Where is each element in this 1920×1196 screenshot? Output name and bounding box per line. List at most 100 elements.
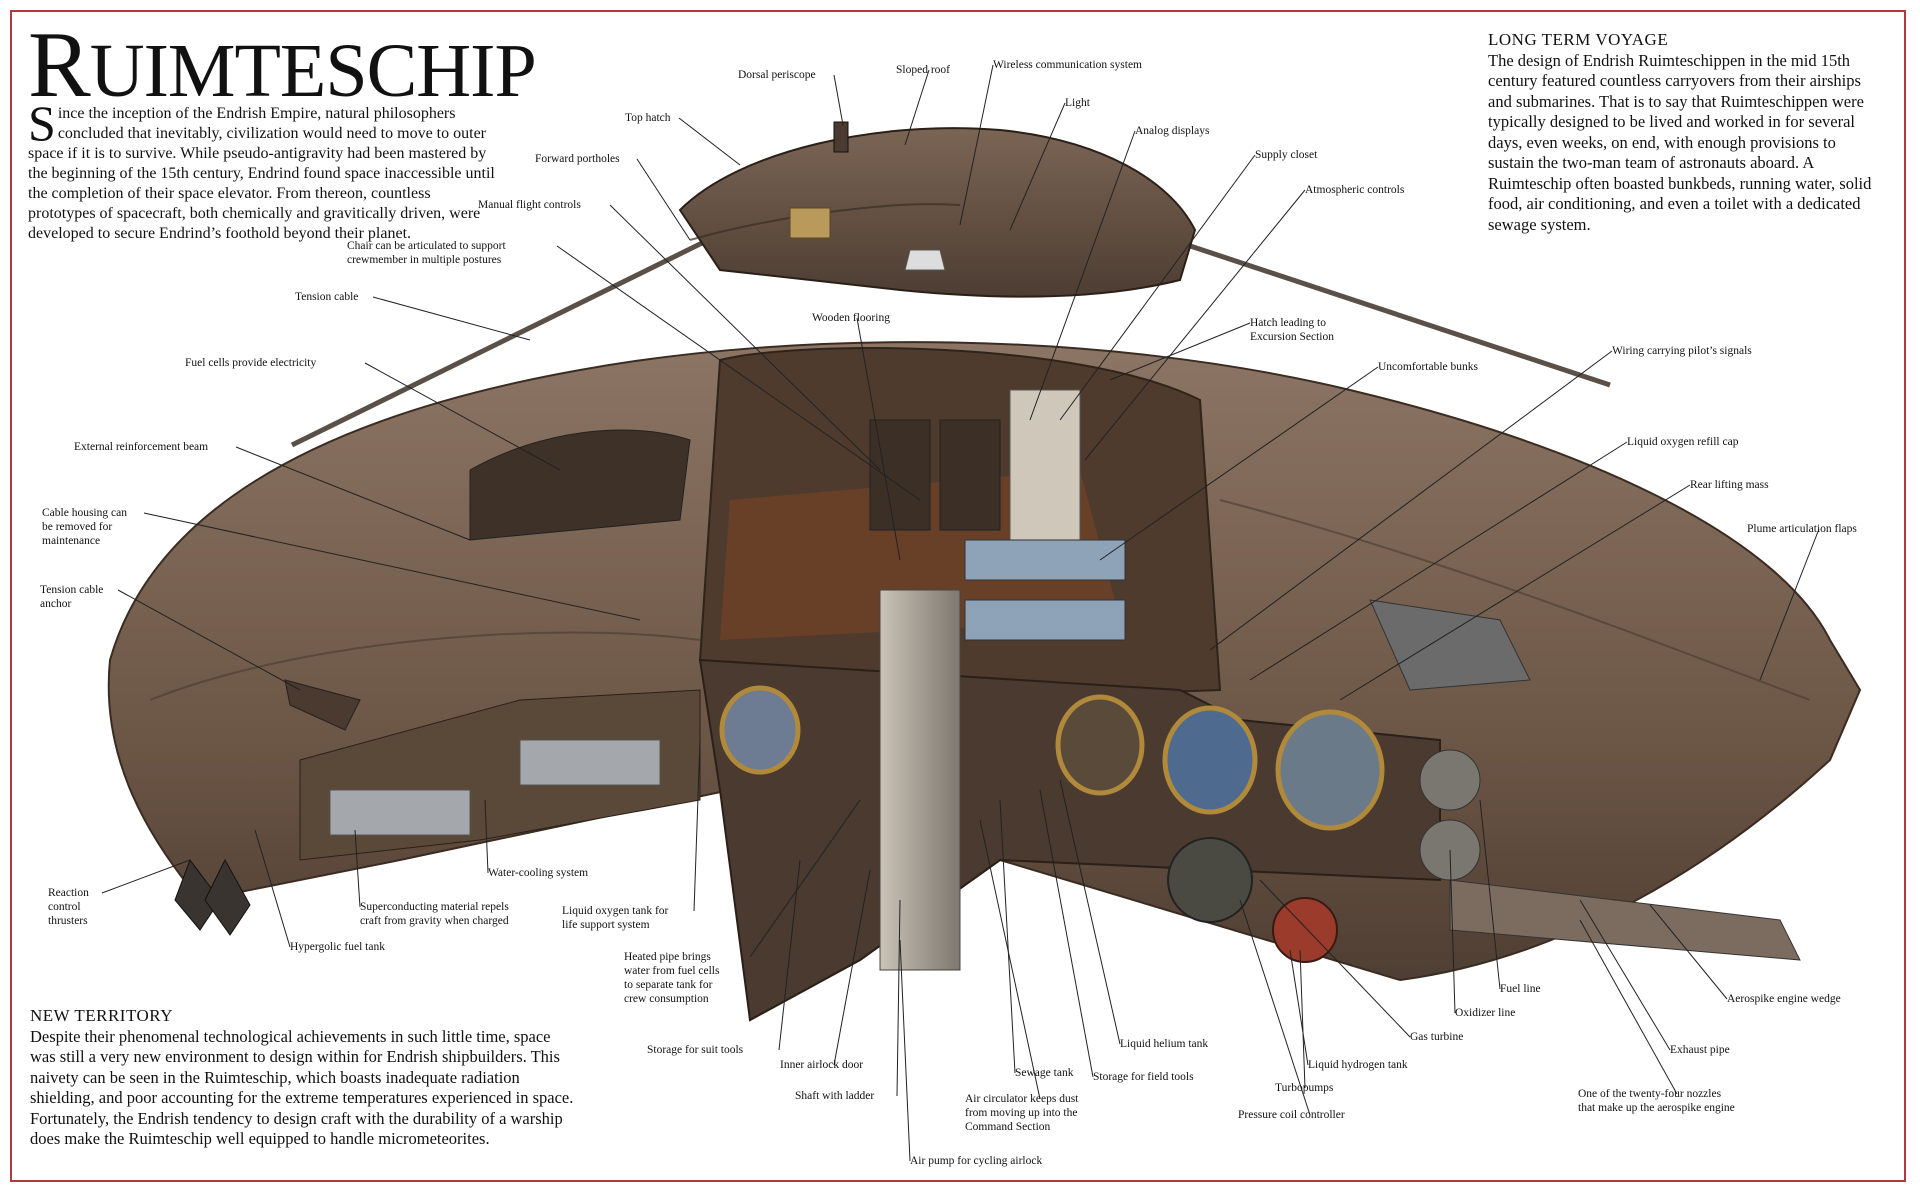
label-gas-turbine: Gas turbine [1410, 1031, 1464, 1043]
reaction-thrusters [174, 858, 251, 936]
leader-air-pump [899, 939, 911, 1162]
superconducting-panel [329, 789, 471, 836]
label-liquid-hydrogen-tank: Liquid hydrogen tank [1308, 1059, 1408, 1071]
intro-dropcap: S [28, 95, 56, 151]
label-fuel-cells: Fuel cells provide electricity [185, 357, 317, 369]
leader-liquid-hydrogen-tank [1289, 949, 1309, 1066]
leader-hatch-excursion [1109, 322, 1251, 381]
label-tension-cable-anchor: Tension cable anchor [40, 584, 104, 610]
cutaway-interior [698, 347, 1222, 702]
leader-turbopumps [1299, 949, 1306, 1089]
label-turbopumps: Turbopumps [1275, 1082, 1334, 1094]
leader-hypergolic-fuel-tank [254, 829, 291, 948]
label-leader-lines [101, 64, 1820, 1162]
label-liquid-oxygen-tank: Liquid oxygen tank for life support syst… [562, 905, 669, 931]
leader-fuel-line [1479, 799, 1501, 990]
roof-canister [789, 207, 831, 239]
oxidizer-sphere [1419, 749, 1481, 811]
label-forward-portholes: Forward portholes [535, 153, 620, 165]
airlock-shaft [879, 589, 961, 971]
leader-wireless-communication-system [959, 64, 994, 226]
page-frame [10, 10, 1906, 1182]
label-uncomfortable-bunks: Uncomfortable bunks [1378, 361, 1478, 373]
leader-air-circulator [979, 819, 1041, 1100]
label-analog-displays: Analog displays [1135, 125, 1210, 137]
leader-wiring-pilot-signals [1209, 350, 1613, 651]
label-pressure-coil-controller: Pressure coil controller [1238, 1109, 1345, 1121]
label-fuel-line: Fuel line [1500, 983, 1541, 995]
leader-light [1009, 102, 1066, 231]
label-hypergolic-fuel-tank: Hypergolic fuel tank [290, 941, 385, 953]
label-hatch-excursion: Hatch leading to Excursion Section [1250, 317, 1334, 343]
leader-exhaust-pipe [1579, 899, 1671, 1051]
label-rear-lifting-mass: Rear lifting mass [1690, 479, 1769, 491]
label-top-hatch: Top hatch [625, 112, 671, 124]
leader-top-hatch [678, 117, 741, 166]
roof-section [678, 121, 1197, 298]
leader-gas-turbine [1259, 879, 1411, 1038]
label-exhaust-pipe: Exhaust pipe [1670, 1044, 1730, 1056]
pilot-chair-left [869, 419, 931, 531]
label-chair-articulated: Chair can be articulated to support crew… [347, 240, 506, 266]
voyage-heading: LONG TERM VOYAGE [1488, 30, 1669, 49]
label-sewage-tank: Sewage tank [1015, 1067, 1074, 1079]
bunk-upper [964, 539, 1126, 581]
leader-heated-pipe [749, 799, 861, 958]
leader-twenty-four-nozzles [1579, 919, 1678, 1095]
leader-pressure-coil-controller [1239, 899, 1311, 1116]
label-wooden-flooring: Wooden flooring [812, 312, 890, 324]
leader-superconducting-material [354, 829, 361, 908]
label-sloped-roof: Sloped roof [896, 64, 950, 76]
periscope-shape [833, 121, 849, 153]
label-manual-flight-controls: Manual flight controls [478, 199, 581, 211]
supply-closet-panel [1009, 389, 1081, 541]
liquid-oxygen-tank-shape [719, 685, 801, 775]
label-supply-closet: Supply closet [1255, 149, 1318, 161]
lower-section [698, 589, 1481, 1022]
territory-text: Despite their phenomenal technological a… [30, 1026, 574, 1149]
label-air-pump: Air pump for cycling airlock [910, 1155, 1043, 1167]
label-atmospheric-controls: Atmospheric controls [1305, 184, 1405, 196]
leader-uncomfortable-bunks [1099, 366, 1379, 561]
leader-sewage-tank [999, 799, 1016, 1074]
label-storage-field-tools: Storage for field tools [1093, 1071, 1194, 1083]
label-light: Light [1065, 97, 1090, 109]
tension-cable-left [290, 209, 767, 448]
label-superconducting-material: Superconducting material repels craft fr… [360, 901, 509, 927]
leader-cable-housing [143, 512, 641, 621]
pilot-chair-right [939, 419, 1001, 531]
leader-dorsal-periscope [833, 74, 844, 126]
label-wireless-communication-system: Wireless communication system [993, 59, 1143, 71]
left-wing-sections [284, 429, 701, 861]
label-storage-suit-tools: Storage for suit tools [647, 1044, 744, 1056]
intro-text: ince the inception of the Endrish Empire… [28, 105, 495, 242]
leader-supply-closet [1059, 154, 1256, 421]
label-external-reinforcement-beam: External reinforcement beam [74, 441, 209, 453]
leader-reaction-control-thrusters [101, 859, 191, 894]
leader-aerospike-engine-wedge [1649, 904, 1728, 1000]
leader-sloped-roof [904, 69, 930, 146]
label-twenty-four-nozzles: One of the twenty-four nozzles that make… [1578, 1088, 1735, 1114]
label-tension-cable: Tension cable [295, 291, 359, 303]
leader-analog-displays [1029, 130, 1136, 421]
label-liquid-oxygen-refill-cap: Liquid oxygen refill cap [1627, 436, 1739, 448]
label-plume-articulation-flaps: Plume articulation flaps [1747, 523, 1857, 535]
turbopump-shape [1272, 897, 1338, 963]
label-reaction-control-thrusters: Reaction control thrusters [48, 887, 89, 927]
leader-rear-lifting-mass [1339, 484, 1691, 701]
leader-liquid-oxygen-tank [693, 739, 701, 912]
leader-tension-cable-anchor [117, 589, 301, 691]
voyage-text: The design of Endrish Ruimteschippen in … [1488, 50, 1872, 234]
label-wiring-pilot-signals: Wiring carrying pilot’s signals [1612, 345, 1752, 357]
label-cable-housing: Cable housing can be removed for mainten… [42, 507, 127, 547]
aerospike-wedge-shape [1449, 879, 1801, 961]
label-air-circulator: Air circulator keeps dust from moving up… [965, 1093, 1079, 1133]
territory-heading: NEW TERRITORY [30, 1006, 173, 1025]
leader-storage-suit-tools [778, 859, 801, 1051]
water-cooling-panel [519, 739, 661, 786]
leader-atmospheric-controls [1084, 189, 1306, 461]
label-water-cooling-system: Water-cooling system [488, 867, 589, 879]
light-fixture [904, 249, 946, 271]
sewage-tank-shape [1055, 694, 1145, 796]
